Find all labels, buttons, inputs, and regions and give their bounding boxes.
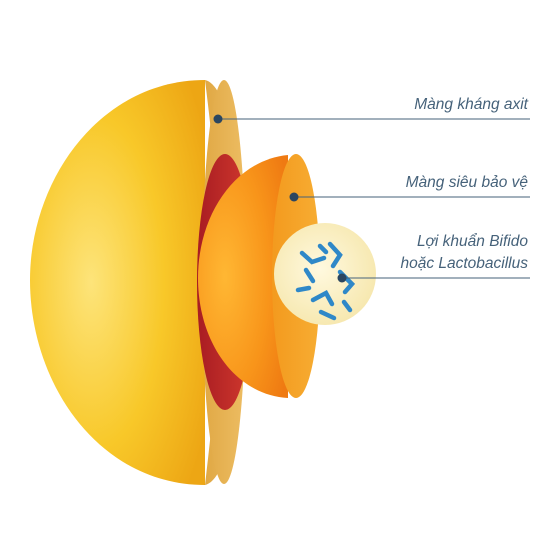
label-anti-acid-membrane: Màng kháng axit <box>414 96 528 113</box>
label-probiotic-line2: hoặc Lactobacillus <box>400 255 528 272</box>
label-super-protective-membrane: Màng siêu bảo vệ <box>405 174 528 191</box>
outer-shell <box>30 80 205 485</box>
middle-shell <box>198 155 288 398</box>
leader-dot-core <box>337 273 347 283</box>
leader-dot-outer <box>213 114 223 124</box>
label-probiotic-line1: Lợi khuẩn Bifido <box>416 233 528 250</box>
probiotic-core <box>274 223 376 325</box>
label-probiotic-core: Lợi khuẩn Bifido hoặc Lactobacillus <box>400 231 528 275</box>
leader-dot-middle <box>289 192 299 202</box>
bacteria-group <box>295 241 356 321</box>
